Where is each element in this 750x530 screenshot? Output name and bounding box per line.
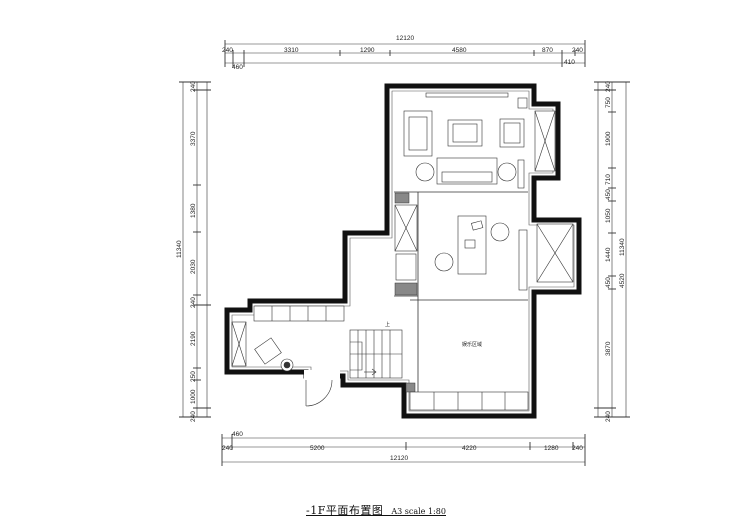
top-dim-4580: 4580 — [452, 47, 467, 54]
left-dim-240-top: 240 — [190, 81, 197, 92]
top-dimension-chain — [224, 40, 586, 67]
drawing-title: -1F平面布置图 — [306, 504, 384, 517]
right-dim-1440: 1440 — [605, 247, 612, 262]
left-dim-250: 250 — [190, 371, 197, 382]
entrance-door — [305, 379, 333, 407]
stair-up-label: 上 — [385, 321, 390, 328]
study-furniture — [434, 215, 528, 291]
interior-partitions — [394, 191, 528, 410]
tv-cabinet — [425, 92, 509, 98]
entertainment-area-label: 娱乐区域 — [462, 341, 482, 348]
right-dim-3870: 3870 — [605, 341, 612, 356]
right-dim-710: 710 — [605, 174, 612, 185]
structural-columns — [394, 192, 418, 393]
bottom-dim-1280: 1280 — [544, 445, 559, 452]
side-table-left — [415, 162, 435, 182]
drawing-scale: A3 scale 1:80 — [391, 507, 446, 516]
bottom-sub-dim-460: 460 — [232, 431, 243, 438]
right-total-dim: 11340 — [619, 238, 626, 256]
top-dim-1290: 1290 — [360, 47, 375, 54]
right-dim-750: 750 — [605, 97, 612, 108]
top-dim-240-right: 240 — [572, 47, 583, 54]
top-total-dim: 12120 — [396, 35, 414, 42]
right-dim-240-top: 240 — [605, 81, 612, 92]
top-dim-240-left: 240 — [222, 47, 233, 54]
bottom-dim-240-left: 240 — [222, 445, 233, 452]
top-sub-dim-460: 460 — [232, 64, 243, 71]
top-sub-dim-410: 410 — [564, 59, 575, 66]
right-dim-240-bottom: 240 — [605, 411, 612, 422]
left-dim-2190: 2190 — [190, 331, 197, 346]
bottom-dimension-chain — [221, 434, 586, 466]
left-dim-1380: 1380 — [190, 203, 197, 218]
staircase — [349, 329, 403, 379]
bottom-total-dim: 12120 — [390, 455, 408, 462]
chair-top — [490, 222, 510, 242]
coffee-table — [447, 119, 483, 147]
right-dim-450-upper: 450 — [605, 189, 612, 200]
right-dim-450-lower: 450 — [605, 277, 612, 288]
left-dim-240-mid: 240 — [190, 297, 197, 308]
chair-left — [434, 252, 454, 272]
bottom-dim-5200: 5200 — [310, 445, 325, 452]
bottom-dim-240-right: 240 — [572, 445, 583, 452]
right-dim-4520: 4520 — [619, 273, 626, 288]
left-dim-3370: 3370 — [190, 131, 197, 146]
side-table-right — [497, 162, 517, 182]
left-dimension-chain — [179, 81, 211, 418]
right-dim-1050: 1050 — [605, 208, 612, 223]
corridor-cabinets — [231, 305, 345, 367]
bottom-dim-4220: 4220 — [462, 445, 477, 452]
left-total-dim: 11340 — [176, 240, 183, 258]
left-dim-2030: 2030 — [190, 259, 197, 274]
left-dim-240-bottom: 240 — [190, 411, 197, 422]
left-dim-1000: 1000 — [190, 389, 197, 404]
right-dim-1900: 1900 — [605, 131, 612, 146]
storage-cabinets — [394, 110, 574, 283]
top-dim-870: 870 — [542, 47, 553, 54]
entrance-furniture — [254, 337, 294, 372]
living-room-furniture — [403, 92, 528, 189]
top-dim-3310: 3310 — [284, 47, 299, 54]
drawing-title-block: -1F平面布置图 A3 scale 1:80 — [306, 499, 446, 518]
counter-block — [395, 253, 417, 281]
right-dimension-chain — [594, 81, 630, 418]
title-underline — [306, 515, 446, 516]
bottom-cabinets — [409, 391, 529, 411]
